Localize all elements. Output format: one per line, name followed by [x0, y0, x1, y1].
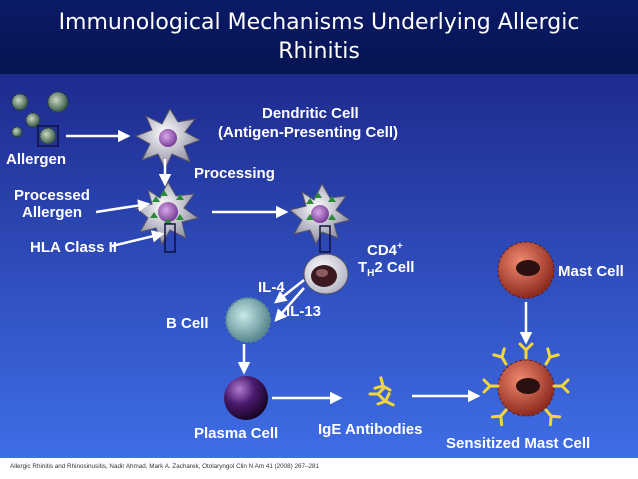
processed-allergen-label-line1: Processed	[14, 187, 90, 204]
il13-label: IL-13	[286, 303, 321, 320]
presenting-dendritic-cell	[288, 182, 352, 253]
processed-allergen-label-line2: Allergen	[22, 204, 82, 221]
processed-dendritic-cell	[134, 180, 200, 253]
sensitized-mast-cell-label: Sensitized Mast Cell	[446, 435, 590, 452]
citation: Allergic Rhinitis and Rhinosinusitis, Na…	[10, 463, 320, 470]
arrow-il4	[274, 279, 305, 304]
slide-title: Immunological Mechanisms Underlying Alle…	[58, 10, 580, 64]
il4-label: IL-4	[258, 279, 285, 296]
b-cell	[225, 297, 271, 343]
th2-cell	[303, 253, 349, 295]
b-cell-label: B Cell	[166, 315, 209, 332]
footer: Allergic Rhinitis and Rhinosinusitis, Na…	[0, 458, 638, 479]
th2-cell-label: TH2 Cell	[358, 259, 414, 279]
sensitized-mast-cell	[482, 342, 570, 427]
allergen-pollen-cluster	[11, 91, 69, 147]
diagram: Allergen Dendritic Cell (Antigen-Present…	[0, 74, 638, 458]
arrow-il13	[274, 287, 305, 322]
hla-class-ii-label: HLA Class II	[30, 239, 117, 256]
cd4-label: CD4+	[367, 241, 403, 259]
title-bar: Immunological Mechanisms Underlying Alle…	[0, 0, 638, 74]
mast-cell-label: Mast Cell	[558, 263, 624, 280]
allergen-label: Allergen	[6, 151, 66, 168]
arrow-hla-class-ii	[111, 230, 165, 248]
dendritic-cell-label-line2: (Antigen-Presenting Cell)	[218, 124, 398, 141]
plasma-cell-label: Plasma Cell	[194, 425, 278, 442]
ige-antibodies-label: IgE Antibodies	[318, 421, 422, 438]
arrow-processed-allergen	[95, 199, 151, 214]
processing-label: Processing	[194, 165, 275, 182]
dendritic-cell-label-line1: Dendritic Cell	[262, 105, 359, 122]
mast-cell	[497, 241, 555, 299]
plasma-cell	[224, 376, 268, 420]
